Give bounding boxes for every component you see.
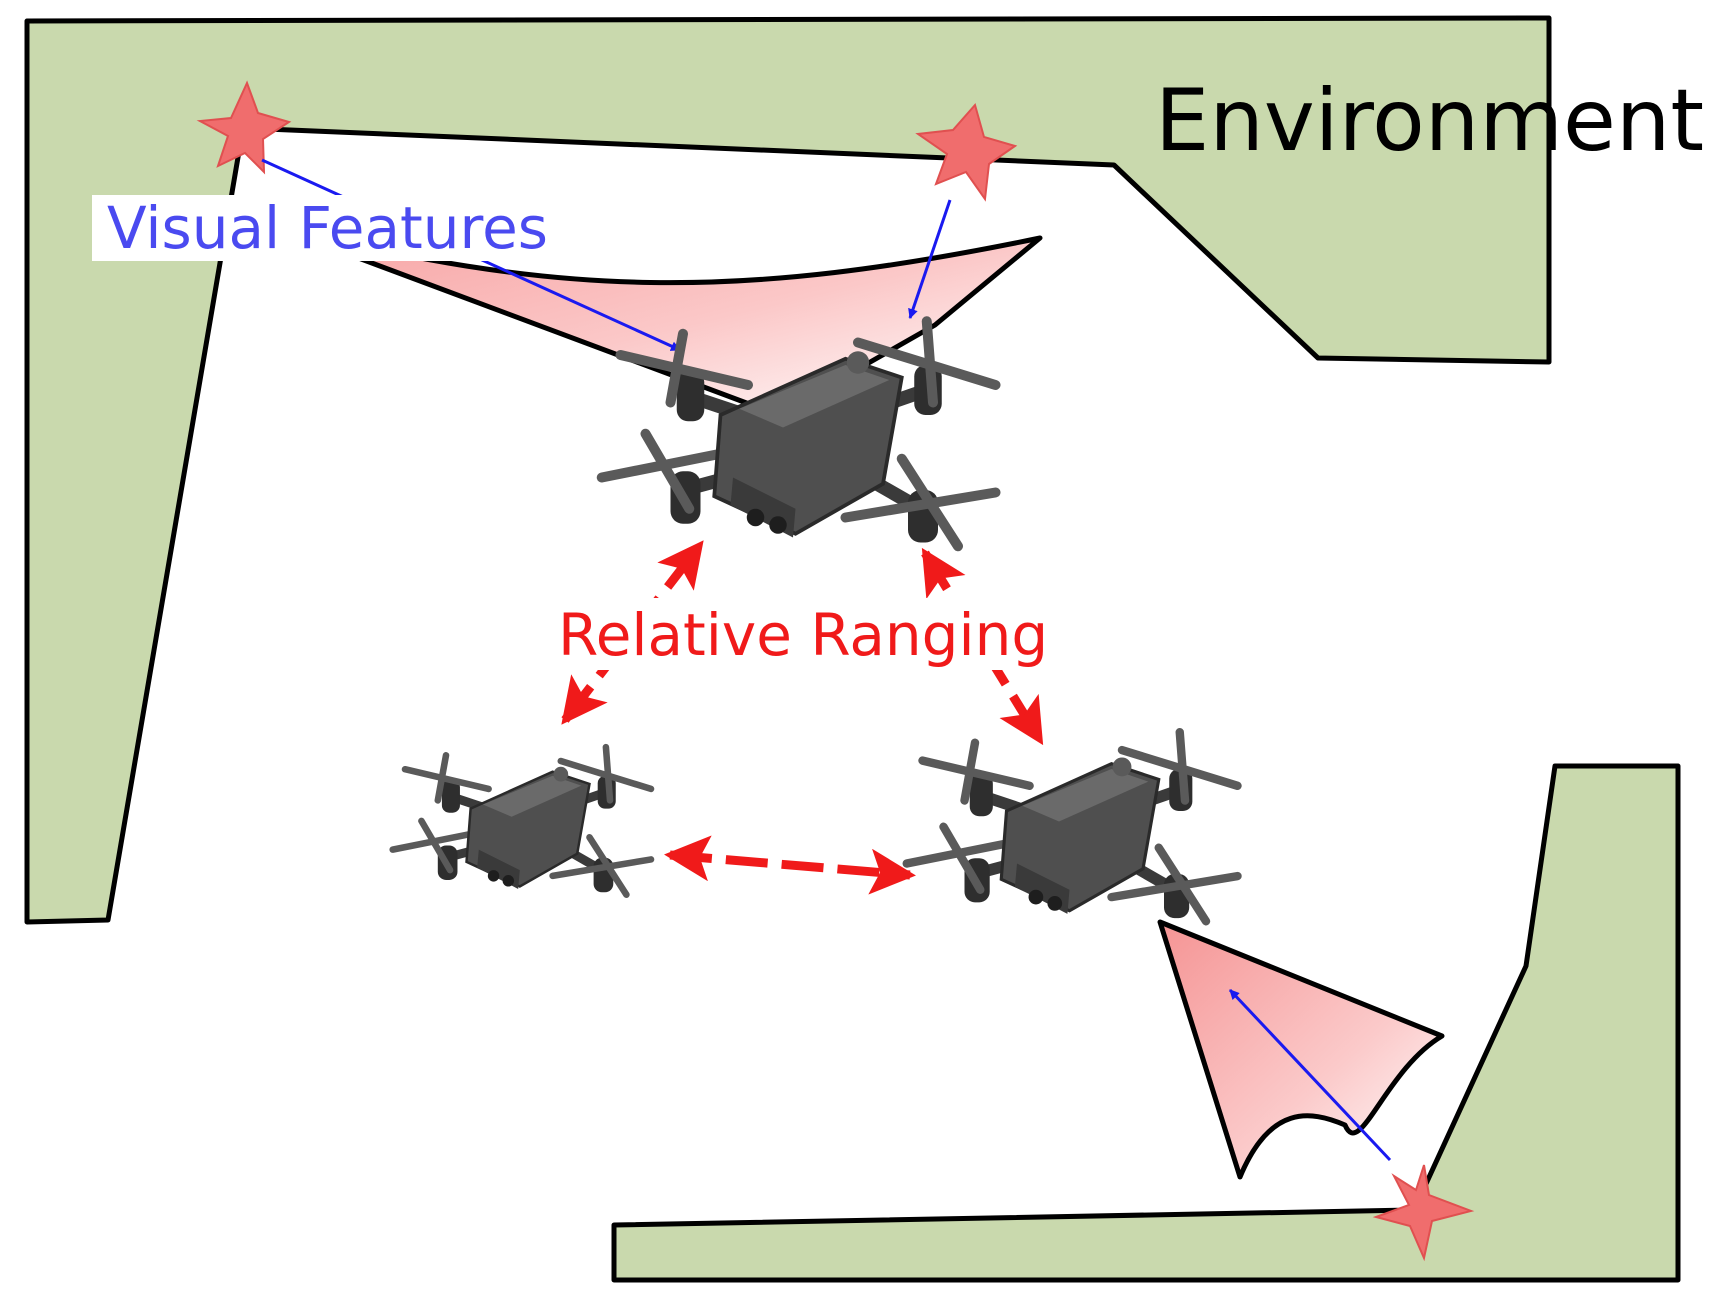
- environment-wall-bottom-right: [611, 763, 1681, 1283]
- visual-features-label: Visual Features: [107, 194, 548, 262]
- feature-arrow: [1228, 988, 1392, 1162]
- relative-ranging-label-bg: [555, 598, 1085, 670]
- relative-ranging-label: Relative Ranging: [558, 601, 1048, 669]
- quadrotor-drone-icon: [393, 747, 651, 895]
- visual-features-label-bg: [92, 195, 592, 261]
- feature-arrow: [908, 199, 952, 319]
- star-icon: [196, 80, 292, 175]
- star-icon: [1372, 1164, 1475, 1262]
- quadrotor-drone-icon: [907, 732, 1238, 921]
- ranging-arrow: [921, 547, 1044, 746]
- environment-wall-top-left: [24, 15, 1552, 925]
- star-icon: [915, 102, 1018, 202]
- camera-fov-bottom: [1157, 919, 1445, 1180]
- ranging-arrow: [561, 540, 704, 725]
- ranging-arrow: [664, 835, 916, 895]
- environment-label: Environment: [1155, 71, 1704, 171]
